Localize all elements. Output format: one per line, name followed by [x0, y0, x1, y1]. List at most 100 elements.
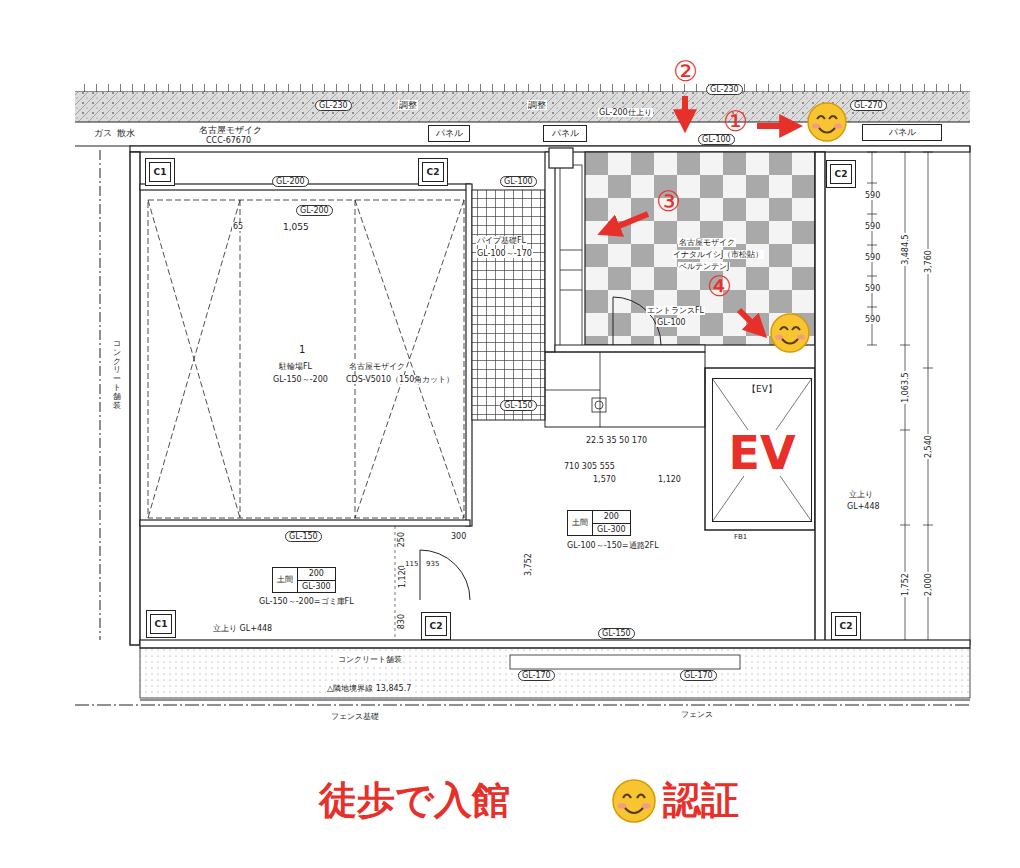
plan-label: 710 305 555 — [563, 462, 616, 471]
plan-label: エントランスFL — [646, 306, 705, 315]
floor-spec-box: 土間200GL-300 — [567, 510, 631, 536]
node-label: 【EV】 — [745, 383, 779, 396]
dimension: 830 — [397, 613, 406, 630]
dimension: 2,540 — [923, 435, 932, 460]
plan-label: 300 — [450, 532, 467, 541]
plan-label: 立上り GL+448 — [212, 624, 273, 633]
caption: 徒歩で入館 — [318, 778, 511, 824]
plan-label: 調整 — [398, 100, 418, 110]
plan-label: GL-200 — [296, 205, 333, 216]
plan-label: フェンス — [680, 710, 714, 719]
plan-label: GL-200 — [272, 176, 309, 187]
plan-label: GL-150～-200 — [272, 375, 329, 384]
plan-label: GL-150 — [598, 628, 635, 639]
dimension: 1,063.5 — [900, 372, 909, 405]
plan-label: パイプ基礎FL — [476, 236, 527, 245]
face-icon — [808, 103, 846, 141]
dimension: 1,752 — [900, 573, 909, 598]
node-text: EV — [726, 430, 797, 476]
column-box: C2 — [826, 160, 856, 188]
plan-label: 590 — [864, 284, 881, 293]
plan-label: CCC-67670 — [205, 136, 252, 145]
entrance-floor — [545, 152, 815, 427]
panel-box: パネル — [862, 124, 942, 141]
plan-label: 590 — [864, 315, 881, 324]
plan-label: 115 — [404, 560, 419, 568]
dimension: 1,120 — [397, 565, 406, 590]
callout-number: ③ — [655, 188, 682, 216]
node-label: パネル — [552, 127, 579, 140]
dimension: 250 — [397, 531, 406, 548]
node-text: GL-300 — [593, 524, 630, 536]
plan-label: 名古屋モザイク — [198, 125, 263, 135]
dimension: 3,484.5 — [900, 234, 909, 267]
plan-label: CDS-V5010（150角カット） — [345, 375, 455, 384]
plan-label: △隣地境界線 13,845.7 — [326, 684, 412, 693]
node-label: パネル — [436, 127, 463, 140]
node-label: パネル — [889, 126, 916, 139]
column-marks — [549, 148, 573, 168]
bottom-boundary — [75, 640, 970, 705]
node-label: C2 — [430, 621, 443, 631]
column-box: C1 — [146, 610, 176, 638]
plan-label: 1,120 — [657, 475, 682, 484]
plan-label: コンクリート舗装 — [112, 340, 122, 410]
elevator-box: 【EV】 EV — [712, 378, 812, 522]
node-label: C2 — [840, 621, 853, 631]
route-arrows — [604, 96, 796, 333]
plan-label: 1,570 — [592, 475, 617, 484]
plan-label: フェンス基礎 — [330, 712, 380, 721]
plan-label: GL-150 — [500, 400, 537, 411]
plan-label: ガス — [93, 128, 113, 138]
plan-label: GL-230 — [315, 100, 352, 111]
node-label: 土間 — [568, 511, 593, 535]
plan-label: GL-270 — [850, 100, 887, 111]
elevator-shaft — [705, 368, 815, 530]
dimension: 3,752 — [523, 553, 532, 578]
plan-label: 名古屋モザイク — [348, 362, 406, 371]
plan-label: GL-100～-150=通路2FL — [566, 541, 660, 550]
plan-label: 駐輪場FL — [278, 362, 313, 371]
plan-label: GL-230 — [706, 84, 743, 95]
plan-label: コンクリート舗装 — [337, 655, 403, 664]
dimension: 2,000 — [923, 573, 932, 598]
floor-spec-box: 土間200GL-300 — [272, 567, 336, 593]
node-label: C2 — [835, 169, 848, 179]
node-text: 200 — [593, 511, 630, 524]
dimension: 3,760 — [923, 250, 932, 275]
panel-box: パネル — [428, 125, 470, 142]
plan-label: GL-150～-200=ゴミ庫FL — [258, 597, 355, 606]
bicycle-parking — [140, 184, 472, 526]
garbage-room — [395, 526, 470, 640]
plan-label: イナタルイシJ（市松貼） — [672, 250, 764, 259]
right-area — [815, 146, 970, 645]
plan-label: 名古屋モザイク — [678, 238, 736, 247]
node-label: C2 — [427, 167, 440, 177]
plan-label: 調整 — [527, 100, 547, 110]
plan-label: 1,055 — [282, 222, 310, 232]
callout-number: ① — [722, 108, 749, 136]
column-box: C2 — [418, 158, 448, 186]
node-label: C1 — [155, 619, 168, 629]
plan-label: 935 — [425, 560, 440, 568]
callout-number: ② — [672, 58, 699, 86]
site-outline — [75, 84, 970, 645]
plan-label: GL-100～-170 — [476, 249, 533, 258]
plan-label: 散水 — [116, 128, 136, 138]
corridor — [472, 152, 582, 420]
face-icon — [771, 314, 809, 352]
callout-number: ④ — [706, 273, 733, 301]
caption-part: 認証 — [662, 778, 740, 824]
plan-label: GL-200仕上り — [598, 108, 653, 117]
node-text: 200 — [298, 568, 335, 581]
plan-label: 65 — [232, 222, 244, 231]
face-icon — [613, 780, 655, 822]
plan-label: ベルテンテンJ — [678, 262, 730, 271]
plan-label: 590 — [864, 191, 881, 200]
panel-box: パネル — [543, 125, 587, 142]
node-text: GL-300 — [298, 581, 335, 593]
plan-label: GL-170 — [680, 670, 717, 681]
plan-label: GL-170 — [518, 670, 555, 681]
